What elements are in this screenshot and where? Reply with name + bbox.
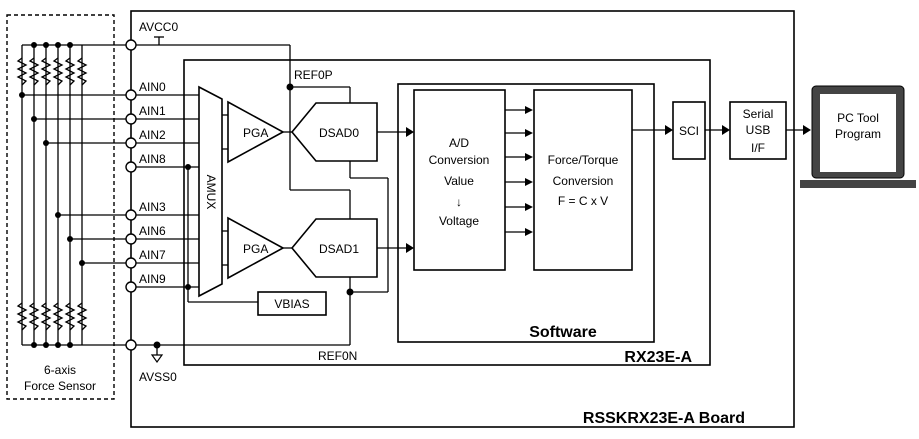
laptop-icon bbox=[800, 85, 916, 188]
pga1-block bbox=[227, 216, 285, 280]
ain3-label: AIN3 bbox=[139, 200, 166, 214]
dsad-output-arrows bbox=[377, 127, 414, 253]
ad-line5: Voltage bbox=[439, 214, 479, 228]
mcu-outline bbox=[183, 59, 711, 366]
pga0-label: PGA bbox=[243, 126, 268, 140]
ad-line4: ↓ bbox=[456, 195, 462, 209]
board-name: RSSKRX23E-A Board bbox=[583, 410, 745, 427]
sensor-resistors-top bbox=[16, 57, 88, 86]
ad-conversion-block bbox=[413, 89, 506, 271]
dsad1-label: DSAD1 bbox=[319, 242, 359, 256]
usb-line2: USB bbox=[746, 123, 771, 137]
value-arrows bbox=[505, 106, 533, 236]
amux-label: AMUX bbox=[204, 175, 218, 210]
pga1-label: PGA bbox=[243, 242, 268, 256]
ain1-label: AIN1 bbox=[139, 104, 166, 118]
reference-wiring bbox=[286, 83, 389, 345]
ain9-label: AIN9 bbox=[139, 272, 166, 286]
vbias-wiring bbox=[185, 164, 258, 303]
ref0p-label: REF0P bbox=[294, 68, 333, 82]
power-rails bbox=[131, 36, 350, 364]
software-title: Software bbox=[529, 324, 597, 341]
pga0-block bbox=[227, 100, 285, 164]
ft-line1: Force/Torque bbox=[548, 153, 619, 167]
usb-line1: Serial bbox=[743, 107, 774, 121]
board-pins bbox=[125, 39, 137, 351]
vbias-block bbox=[257, 291, 327, 316]
ad-line3: Value bbox=[444, 174, 474, 188]
ain8-label: AIN8 bbox=[139, 152, 166, 166]
usb-to-pc-arrowhead bbox=[803, 125, 811, 135]
mcu-name: RX23E-A bbox=[624, 349, 692, 366]
force-torque-block bbox=[533, 89, 633, 271]
dsad0-label: DSAD0 bbox=[319, 126, 359, 140]
sensor-resistors-bottom bbox=[16, 302, 88, 331]
ain2-label: AIN2 bbox=[139, 128, 166, 142]
sensor-junctions bbox=[19, 42, 85, 348]
ain0-label: AIN0 bbox=[139, 80, 166, 94]
ain6-label: AIN6 bbox=[139, 224, 166, 238]
pc-line1: PC Tool bbox=[837, 111, 879, 125]
sci-to-usb-arrowhead bbox=[722, 125, 730, 135]
vbias-label: VBIAS bbox=[274, 297, 309, 311]
sensor-signal-lines bbox=[22, 94, 131, 264]
sci-label: SCI bbox=[679, 124, 699, 138]
usb-line3: I/F bbox=[751, 141, 765, 155]
amux-block bbox=[198, 85, 223, 298]
ft-to-sci-arrowhead bbox=[665, 125, 673, 135]
avcc-label: AVCC0 bbox=[139, 20, 178, 34]
avss-label: AVSS0 bbox=[139, 370, 177, 384]
pc-line2: Program bbox=[835, 127, 881, 141]
ft-line3: F = C x V bbox=[558, 194, 608, 208]
ain7-label: AIN7 bbox=[139, 248, 166, 262]
ref0n-label: REF0N bbox=[318, 349, 357, 363]
serial-usb-block bbox=[729, 101, 787, 160]
sensor-label-line2: Force Sensor bbox=[24, 379, 96, 393]
ad-line2: Conversion bbox=[429, 153, 490, 167]
ft-line2: Conversion bbox=[553, 174, 614, 188]
sensor-label-line1: 6-axis bbox=[44, 363, 76, 377]
software-box bbox=[397, 83, 655, 343]
ad-line1: A/D bbox=[449, 136, 469, 150]
